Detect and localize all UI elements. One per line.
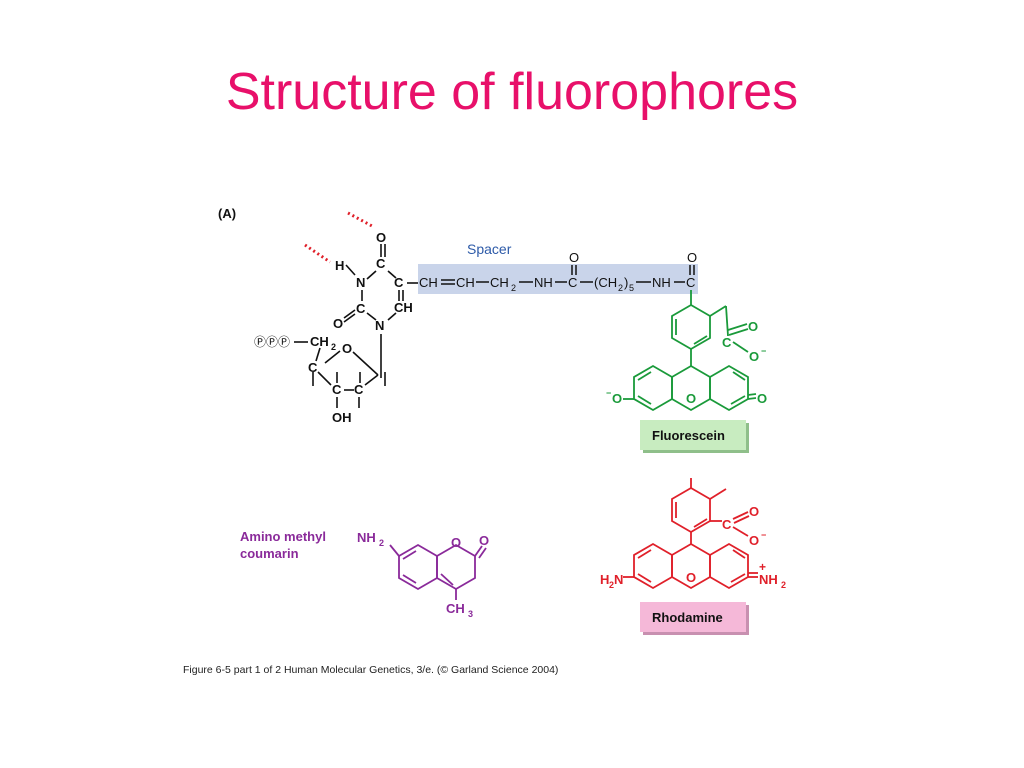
rhodamine-structure [623,478,758,590]
svg-text:O: O [749,349,759,364]
rhodamine-atoms: O C O − O H 2 N + NH 2 [600,504,786,590]
svg-text:2: 2 [511,283,516,293]
svg-text:NH: NH [534,275,553,290]
svg-text:+: + [759,560,766,574]
hydrogen-bond-marks [304,211,373,264]
panel-label: (A) [218,206,236,221]
svg-text:N: N [356,275,365,290]
rhodamine-label: Rhodamine [652,610,723,625]
svg-text:2: 2 [609,580,614,590]
svg-text:C: C [308,360,318,375]
svg-text:O: O [748,319,758,334]
svg-text:N: N [614,572,623,587]
figure-caption: Figure 6-5 part 1 of 2 Human Molecular G… [183,664,559,676]
rhodamine-label-box: Rhodamine [640,602,749,635]
svg-text:CH: CH [490,275,509,290]
svg-text:ⓅⓅⓅ: ⓅⓅⓅ [254,335,290,349]
svg-text:C: C [354,382,364,397]
svg-text:−: − [761,530,766,540]
svg-text:): ) [624,275,628,290]
svg-text:2: 2 [379,538,384,548]
svg-text:H: H [335,258,344,273]
svg-text:C: C [568,275,577,290]
svg-text:C: C [722,517,732,532]
svg-text:(CH: (CH [594,275,617,290]
svg-text:CH: CH [456,275,475,290]
svg-text:O: O [342,341,352,356]
svg-text:NH: NH [357,530,376,545]
svg-text:O: O [376,230,386,245]
spacer-band [418,264,698,294]
svg-text:CH: CH [394,300,413,315]
coumarin-structure [389,543,487,600]
svg-text:CH: CH [446,601,465,616]
svg-text:O: O [612,391,622,406]
svg-text:O: O [569,250,579,265]
svg-text:C: C [356,301,366,316]
fluorescein-structure [623,290,757,412]
svg-text:O: O [687,250,697,265]
svg-text:CH: CH [310,334,329,349]
spacer-label: Spacer [467,241,512,257]
svg-text:O: O [749,533,759,548]
fluorescein-label: Fluorescein [652,428,725,443]
svg-text:O: O [451,535,461,550]
svg-text:N: N [375,318,384,333]
spacer-chain: CH CH 2 NH C O (CH 2 ) 5 NH C O [441,250,697,293]
svg-text:C: C [686,275,695,290]
svg-text:O: O [333,316,343,331]
slide-title: Structure of fluorophores [225,63,799,121]
coumarin-atoms: NH 2 O O CH 3 [357,530,489,619]
svg-text:O: O [749,504,759,519]
svg-text:OH: OH [332,410,352,425]
svg-text:2: 2 [331,342,336,352]
svg-text:2: 2 [781,580,786,590]
svg-text:O: O [686,570,696,585]
fluorescein-atoms: O C O − O O − O [606,319,767,406]
svg-text:O: O [479,533,489,548]
svg-text:H: H [600,572,609,587]
svg-text:CH: CH [419,275,438,290]
svg-text:NH: NH [652,275,671,290]
svg-text:−: − [761,346,766,356]
svg-text:−: − [606,388,611,398]
svg-text:2: 2 [618,283,623,293]
nucleotide-structure: O C H N C C CH O N CH ⓅⓅⓅ CH 2 [254,211,438,425]
fluorescein-label-box: Fluorescein [640,420,749,453]
svg-text:C: C [332,382,342,397]
svg-text:C: C [722,335,732,350]
svg-text:NH: NH [759,572,778,587]
svg-text:O: O [757,391,767,406]
amc-label-line2: coumarin [240,546,299,561]
svg-text:O: O [686,391,696,406]
svg-text:5: 5 [629,283,634,293]
svg-text:C: C [376,256,386,271]
svg-text:3: 3 [468,609,473,619]
svg-text:C: C [394,275,404,290]
amc-label-line1: Amino methyl [240,529,326,544]
